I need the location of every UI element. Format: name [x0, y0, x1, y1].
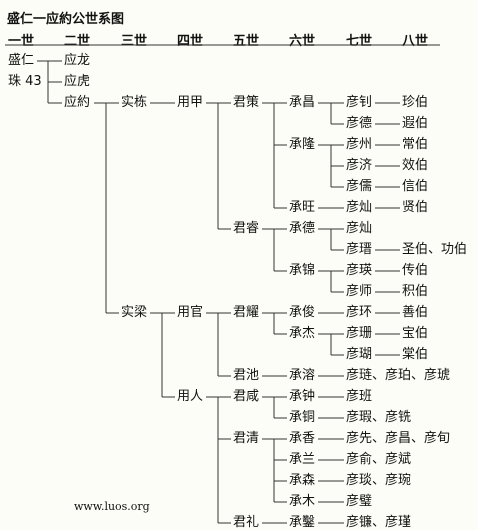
person-53: 彦瑕、彦铣	[346, 410, 412, 425]
person-14: 承隆	[289, 137, 316, 152]
person-2: 珠 43	[8, 74, 42, 89]
person-26: 彦灿	[346, 221, 373, 236]
person-50: 承钟	[289, 389, 316, 404]
person-45: 君池	[233, 368, 260, 383]
person-55: 承香	[289, 431, 316, 446]
person-41: 彦珊	[346, 326, 373, 341]
person-56: 彦先、彦昌、彦旬	[346, 431, 451, 446]
title: 盛仁一应約公世系图	[7, 12, 125, 27]
person-8: 君策	[233, 95, 260, 110]
person-24: 君睿	[233, 221, 260, 236]
person-51: 彦班	[346, 389, 373, 404]
person-43: 彦瑚	[346, 347, 373, 362]
person-54: 君清	[233, 431, 260, 446]
person-57: 承兰	[289, 452, 316, 467]
footer-url: www.luos.org	[74, 500, 150, 513]
person-12: 彦德	[346, 116, 373, 131]
person-65: 彦镰、彦瑾	[346, 515, 412, 530]
person-29: 承锦	[289, 263, 316, 278]
person-61: 承木	[289, 494, 316, 509]
person-52: 承铜	[289, 410, 316, 425]
person-35: 用官	[177, 305, 204, 320]
person-60: 彦琰、彦琬	[346, 473, 412, 488]
person-22: 彦灿	[346, 200, 373, 215]
person-63: 君礼	[233, 515, 260, 530]
person-17: 彦济	[346, 158, 373, 173]
person-31: 传伯	[402, 263, 429, 278]
person-58: 彦俞、彦斌	[346, 452, 412, 467]
person-3: 应龙	[64, 53, 91, 68]
person-28: 圣伯、功伯	[402, 242, 468, 257]
person-44: 棠伯	[402, 347, 429, 362]
person-47: 彦琏、彦珀、彦琥	[346, 368, 451, 383]
person-38: 彦环	[346, 305, 373, 320]
person-18: 效伯	[402, 158, 429, 173]
person-19: 彦儒	[346, 179, 373, 194]
person-9: 承昌	[289, 95, 316, 110]
person-13: 遐伯	[402, 116, 429, 131]
person-15: 彦州	[346, 137, 373, 152]
person-42: 宝伯	[402, 326, 429, 341]
person-49: 君咸	[233, 389, 260, 404]
person-46: 承溶	[289, 368, 316, 383]
person-4: 应虎	[64, 74, 91, 89]
person-40: 承杰	[289, 326, 316, 341]
person-48: 用人	[177, 389, 204, 404]
person-39: 善伯	[402, 305, 429, 320]
person-59: 承森	[289, 473, 316, 488]
person-30: 彦瑛	[346, 263, 373, 278]
person-25: 承德	[289, 221, 316, 236]
person-32: 彦师	[346, 284, 373, 299]
person-27: 彦瑨	[346, 242, 373, 257]
person-7: 用甲	[177, 95, 204, 110]
person-11: 珍伯	[402, 95, 429, 110]
person-33: 积伯	[402, 284, 429, 299]
person-21: 承旺	[289, 200, 316, 215]
person-5: 应約	[64, 95, 91, 110]
person-1: 盛仁	[8, 53, 35, 68]
person-37: 承俊	[289, 305, 316, 320]
person-10: 彦钊	[346, 95, 373, 110]
person-16: 常伯	[402, 137, 429, 152]
person-23: 贤伯	[402, 200, 429, 215]
person-36: 君耀	[233, 305, 260, 320]
person-20: 信伯	[402, 179, 429, 194]
person-6: 实栋	[121, 95, 148, 110]
person-62: 彦璧	[346, 494, 373, 509]
person-64: 承鑿	[289, 515, 316, 530]
person-34: 实梁	[121, 305, 148, 320]
